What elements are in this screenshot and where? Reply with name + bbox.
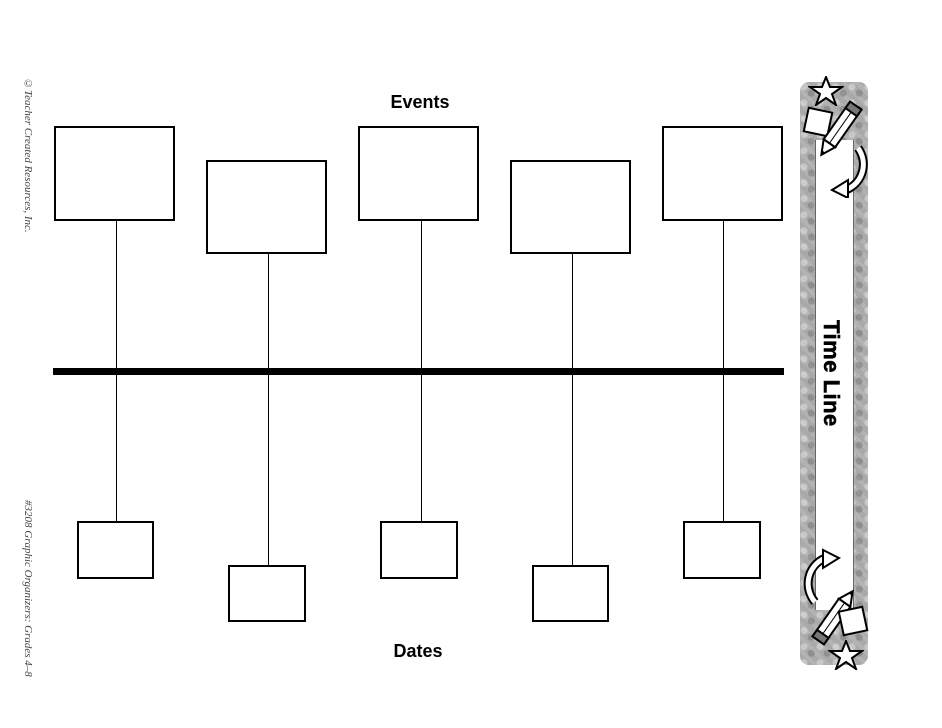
connector-line-4: [572, 254, 573, 566]
event-box-5[interactable]: [662, 126, 783, 221]
event-box-4[interactable]: [510, 160, 631, 254]
square-icon: [802, 106, 834, 138]
page-footer: #3208 Graphic Organizers: Grades 4–8: [22, 500, 34, 677]
square-icon: [837, 605, 869, 637]
star-icon: [808, 76, 844, 106]
dates-heading: Dates: [393, 641, 443, 661]
event-box-1[interactable]: [54, 126, 175, 221]
date-box-4[interactable]: [532, 565, 609, 622]
circular-arrow-icon: [803, 548, 842, 605]
panel-title: Time Line: [819, 320, 845, 427]
date-box-3[interactable]: [380, 521, 458, 579]
circular-arrow-icon: [829, 145, 868, 198]
date-box-1[interactable]: [77, 521, 154, 579]
panel-title-strip: [815, 140, 854, 610]
pencil-icon: [811, 589, 854, 646]
events-heading: Events: [390, 92, 450, 112]
event-box-3[interactable]: [358, 126, 479, 221]
publisher-credit: ©Teacher Created Resources, Inc.: [22, 78, 34, 233]
star-icon: [828, 640, 864, 670]
pencil-icon: [820, 100, 863, 157]
date-box-5[interactable]: [683, 521, 761, 579]
date-box-2[interactable]: [228, 565, 306, 622]
event-box-2[interactable]: [206, 160, 327, 254]
timeline-axis: [53, 368, 784, 375]
connector-line-2: [268, 254, 269, 566]
